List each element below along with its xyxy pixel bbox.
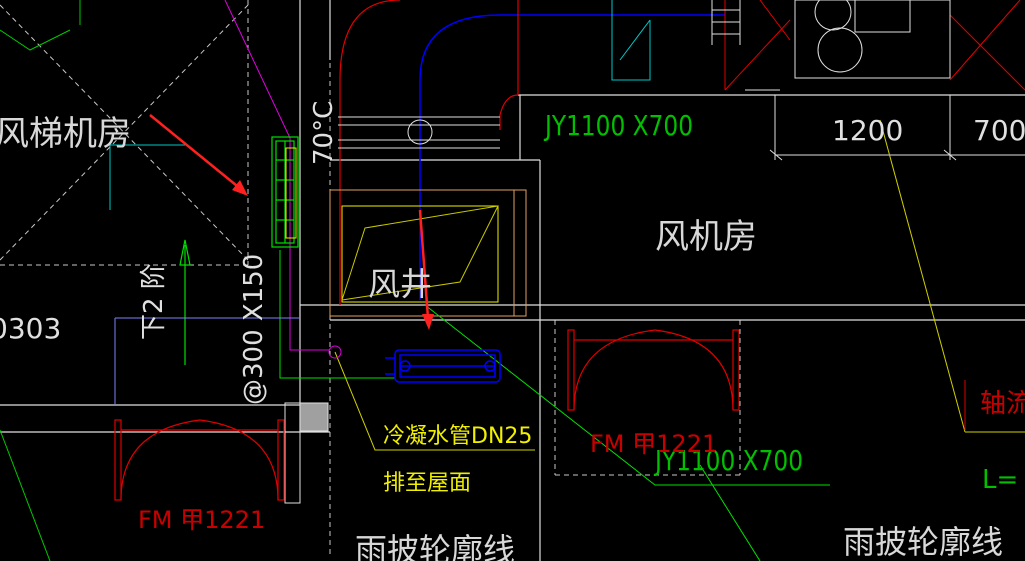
right-upper-white-box: [711, 0, 1025, 161]
canopy-label-left: 雨披轮廓线: [355, 531, 515, 561]
door-left: [114, 419, 285, 501]
dimension-700: 700: [973, 114, 1025, 147]
left-code-label: 0303: [0, 312, 61, 345]
door-left-label: FM 甲1221: [138, 506, 265, 534]
pipe-size-label: @300 X150: [239, 254, 269, 405]
green-up-arrow: [179, 239, 191, 266]
right-upper-structure: [724, 0, 1025, 91]
red-arrow-2: [418, 209, 434, 330]
yellow-leader-condensate: [334, 351, 535, 451]
green-leader: [424, 304, 656, 486]
green-pipe: [279, 250, 395, 379]
red-duct-curve: [339, 0, 401, 305]
red-arrow-1: [149, 114, 248, 196]
column-square-outline: [284, 402, 301, 504]
condensate-unit: [385, 349, 501, 383]
yellow-leader-right: [879, 119, 966, 433]
temperature-label: 70°C: [309, 101, 339, 165]
condensate-pipe-label: 冷凝水管DN25: [383, 424, 532, 449]
blue-duct-curve: [419, 14, 725, 300]
green-leader-2: [699, 464, 761, 561]
pipe-end-marker: [328, 345, 342, 359]
dimension-1200: 1200: [832, 114, 903, 147]
elevator-room-outline: [0, 0, 741, 555]
magenta-line: [224, 0, 330, 351]
upper-left-green: [0, 0, 81, 561]
elevator-room-label: 风梯机房: [0, 114, 131, 154]
duct-size-bottom: JY1100 X700: [653, 444, 803, 477]
right-edge-label: 轴流: [980, 389, 1025, 419]
fan-coil-grille: [285, 147, 297, 239]
right-edge-l-label: L=: [982, 465, 1018, 495]
descend-label: 下2 阶: [139, 263, 169, 340]
fan-coil-unit-left: [271, 136, 299, 248]
air-shaft-label: 风井: [368, 265, 432, 303]
red-duct-top: [499, 94, 519, 130]
door-mid-label: FM 甲1221: [590, 430, 717, 458]
canopy-label-right: 雨披轮廓线: [843, 523, 1003, 561]
duct-size-top: JY1100 X700: [543, 109, 693, 142]
door-mid: [567, 329, 740, 411]
fan-room-label: 风机房: [655, 217, 757, 257]
to-roof-label: 排至屋面: [383, 471, 471, 496]
column-square: [299, 402, 329, 432]
cyan-lines: [109, 0, 651, 210]
damper: [338, 116, 500, 149]
